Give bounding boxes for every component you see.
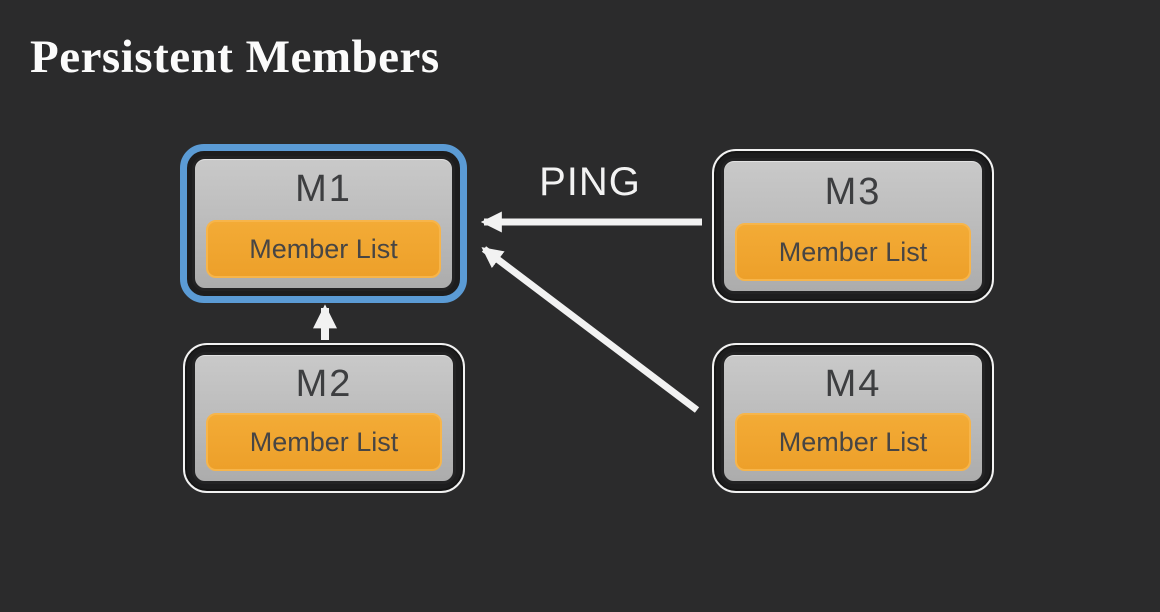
node-m1-member-list: Member List [206,220,441,278]
node-m2-member-list: Member List [206,413,442,471]
node-m3-label: M3 [824,170,882,213]
node-m3: M3 Member List [712,149,994,303]
node-m1: M1 Member List [180,144,467,303]
node-m1-label: M1 [295,168,352,210]
node-m1-body: M1 Member List [192,156,455,291]
arrow-m4-to-m1 [481,246,700,413]
node-m4: M4 Member List [712,343,994,493]
ping-label: PING [539,160,641,204]
node-m3-body: M3 Member List [721,158,985,294]
node-m2: M2 Member List [183,343,465,493]
node-m2-body: M2 Member List [192,352,456,484]
node-m4-body: M4 Member List [721,352,985,484]
node-m4-label: M4 [824,362,882,405]
slide-title: Persistent Members [30,31,440,83]
node-m3-member-list: Member List [735,223,971,281]
node-m2-label: M2 [295,362,353,405]
node-m4-member-list: Member List [735,413,971,471]
